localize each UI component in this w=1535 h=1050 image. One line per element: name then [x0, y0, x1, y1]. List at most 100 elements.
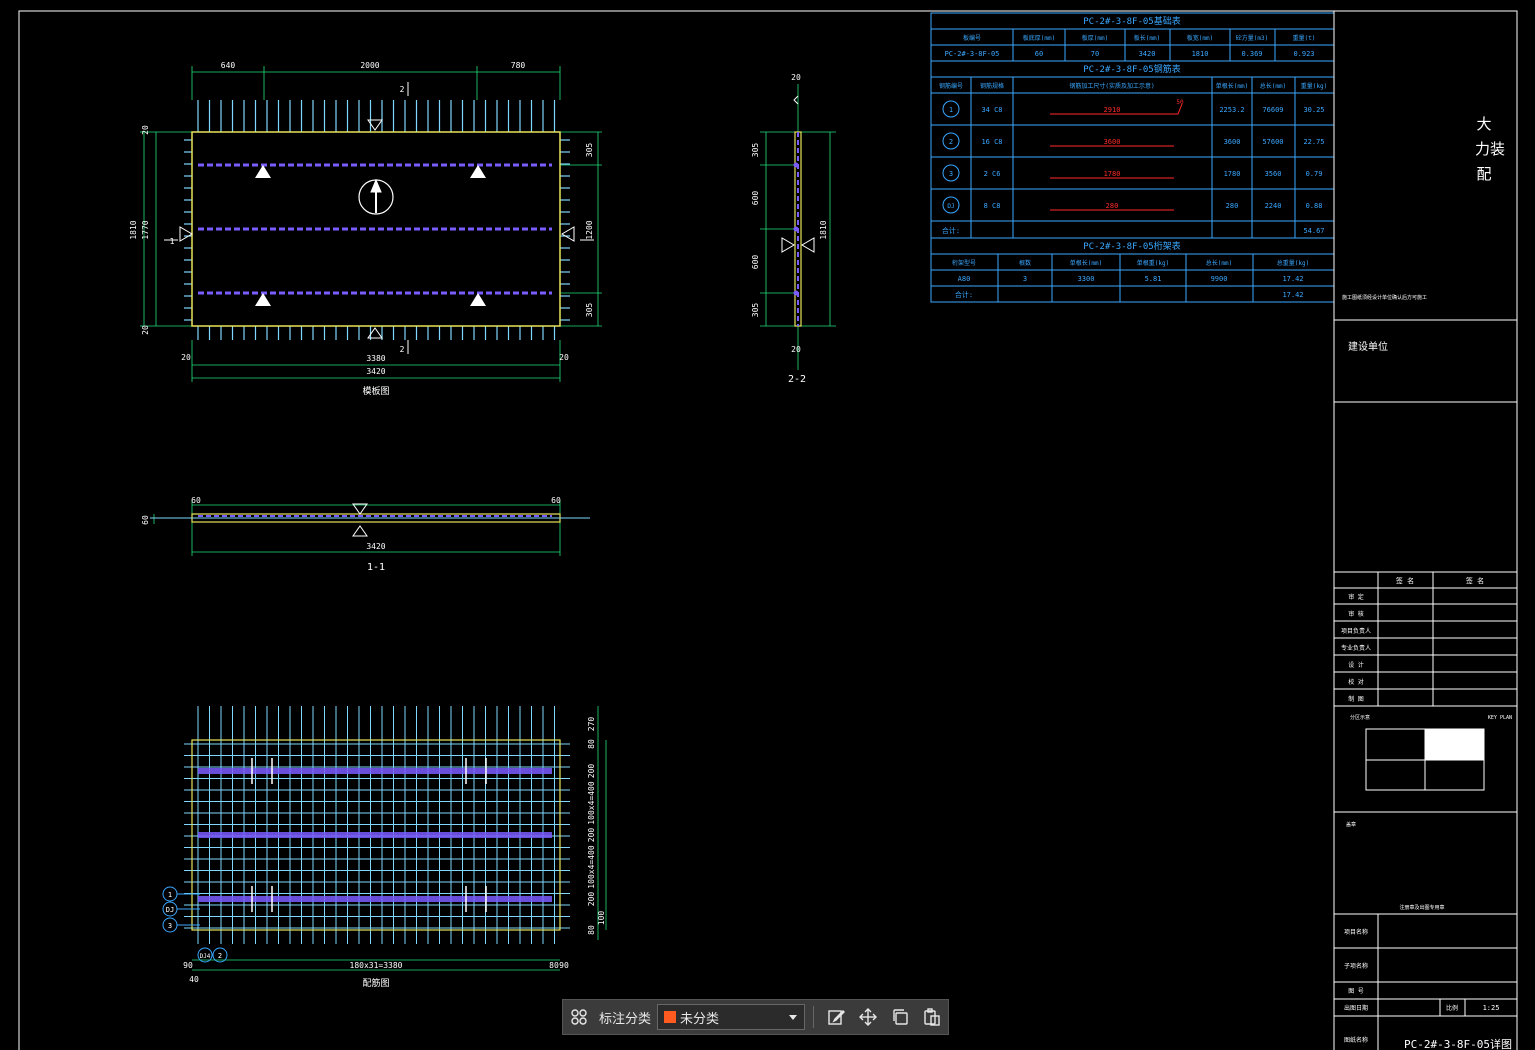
rebar-marker-2[interactable] [212, 947, 228, 963]
table2-r1-hook: 50 [1176, 99, 1184, 106]
plan-title: 模板图 [362, 385, 389, 397]
drawname-value: PC-2#-3-8F-05详图 [1404, 1037, 1512, 1050]
stamp-note: 注册章及出图专用章 [1399, 904, 1444, 911]
plan-dim-bottom-1: 20 [181, 353, 191, 362]
sign-header-2: 签 名 [1466, 576, 1484, 585]
s22-dim-total: 1810 [819, 220, 828, 239]
tables[interactable] [930, 12, 1335, 303]
lifting-point-icon [255, 165, 271, 178]
table2-r1-shape: 2910 [1104, 106, 1121, 114]
company-name-3: 配 [1476, 165, 1491, 183]
s11-dim-left: 60 [191, 496, 201, 505]
table3-c2: 3 [1023, 275, 1027, 283]
plan-dim-top-1: 640 [221, 61, 236, 70]
table2-r2-spec: 16 C8 [981, 138, 1002, 146]
sign-row-7: 制 图 [1348, 695, 1364, 703]
rebar-dim-right-9: 80 [587, 925, 596, 935]
key-plan-highlight [1424, 728, 1485, 761]
table2-r3-shape: 1780 [1104, 170, 1121, 178]
table1-c6: 0.369 [1241, 50, 1262, 58]
keyplan-right-label: KEY PLAN [1488, 715, 1512, 721]
table2-r1-no: 1 [949, 106, 953, 114]
view-marker-icon [367, 327, 383, 339]
rebar-dim-right-8: 100 [597, 911, 606, 926]
rebar-dim-end-2: 90 [183, 961, 193, 970]
table1-c2: 60 [1035, 50, 1043, 58]
sign-row-2: 审 核 [1348, 610, 1364, 618]
sign-row-5: 设 计 [1348, 661, 1364, 669]
plan-section-mark-top: 2 [400, 85, 405, 94]
view-marker-icon [801, 237, 815, 253]
plan-dim-total: 3420 [366, 367, 385, 376]
plan-section-side: 1 [170, 237, 175, 246]
lifting-point-icon [470, 165, 486, 178]
section-1-1[interactable]: 60 60 60 3420 1-1 [141, 496, 590, 573]
table1-h4: 板长(mm) [1134, 34, 1160, 42]
rebar-dim-right-4: 100x4=400 [587, 781, 596, 825]
table2-r2-weight: 22.75 [1303, 138, 1324, 146]
plan-dim-right-3: 305 [585, 303, 594, 318]
rebar-dim-end-3: 80 [549, 961, 559, 970]
title-block[interactable] [1333, 11, 1517, 1050]
table3-h4: 单根重(kg) [1137, 259, 1169, 267]
company-name-1: 大 [1476, 115, 1491, 133]
table2-r4-total: 2240 [1265, 202, 1282, 210]
table2-r3-weight: 0.79 [1306, 170, 1323, 178]
project-label: 项目名称 [1344, 928, 1368, 936]
table2-r1-weight: 30.25 [1303, 106, 1324, 114]
table3-h1: 桁架型号 [952, 259, 976, 267]
paste-icon[interactable] [920, 1005, 944, 1029]
annotation-toolbar[interactable]: 标注分类 未分类 [562, 999, 949, 1035]
section-2-2[interactable]: 20 305 600 600 305 1810 20 2-2 [751, 73, 836, 385]
plan-section-mark-bottom: 2 [400, 345, 405, 354]
rebar-marker-DJ4[interactable] [197, 947, 213, 963]
plan-slab-outline [191, 131, 561, 327]
table3-c6: 17.42 [1282, 275, 1303, 283]
table1-c5: 1810 [1192, 50, 1209, 58]
rebar-dim-right-6: 100x4=400 [587, 845, 596, 889]
table1-c7: 0.923 [1293, 50, 1314, 58]
keyplan-label: 分区示意 [1350, 714, 1370, 721]
table2-r3-total: 3560 [1265, 170, 1282, 178]
view-marker-icon [561, 226, 575, 242]
table2-h1: 钢筋编号 [939, 82, 963, 90]
copy-icon[interactable] [888, 1005, 912, 1029]
edit-icon[interactable] [824, 1005, 848, 1029]
sign-row-1: 审 定 [1348, 593, 1364, 601]
client-label: 建设单位 [1348, 340, 1388, 353]
move-icon[interactable] [856, 1005, 880, 1029]
table2-r3-len: 1780 [1224, 170, 1241, 178]
table3-c4: 5.81 [1145, 275, 1162, 283]
plan-view[interactable]: 640 2000 780 20 3380 20 3420 模板图 2 2 1 2… [129, 61, 602, 397]
table3-c3: 3300 [1078, 275, 1095, 283]
s11-dim-right: 60 [551, 496, 561, 505]
rebar-slab-outline [191, 739, 561, 931]
view-marker-icon [179, 226, 193, 242]
drawno-label: 图 号 [1348, 988, 1364, 995]
annotation-category-select[interactable]: 未分类 [657, 1004, 806, 1030]
table1-h7: 重量(t) [1293, 34, 1316, 42]
rebar-marker-DJ4-label: DJ4 [200, 953, 211, 960]
plan-dim-left-2: 1770 [141, 220, 150, 239]
plan-dim-right-1: 305 [585, 143, 594, 158]
grid-icon[interactable] [567, 1005, 591, 1029]
category-color-swatch [664, 1011, 677, 1023]
rebar-marker-DJ-label: DJ [166, 906, 174, 914]
sign-row-3: 项目负责人 [1341, 627, 1371, 635]
plan-dim-top-2: 2000 [360, 61, 379, 70]
view-marker-icon [367, 119, 383, 131]
table2-r2-no: 2 [949, 138, 953, 146]
table1-c1: PC-2#-3-8F-05 [945, 50, 1000, 58]
view-marker-icon [352, 525, 368, 537]
rebar-plan-view[interactable]: 180x31=3380 40 90 80 90 配筋图 270 80 200 1… [162, 706, 607, 989]
lifting-point-icon [255, 293, 271, 306]
table2-sum-label: 合计: [942, 226, 960, 235]
table2-r1-spec: 34 C8 [981, 106, 1002, 114]
table2-title: PC-2#-3-8F-05钢筋表 [1083, 63, 1180, 75]
table2-r4-weight: 0.88 [1306, 202, 1323, 210]
plan-dim-left-1: 20 [141, 125, 150, 135]
rebar-dim-end-1: 40 [189, 975, 199, 984]
sign-row-6: 校 对 [1348, 678, 1364, 686]
s22-title: 2-2 [788, 374, 806, 385]
